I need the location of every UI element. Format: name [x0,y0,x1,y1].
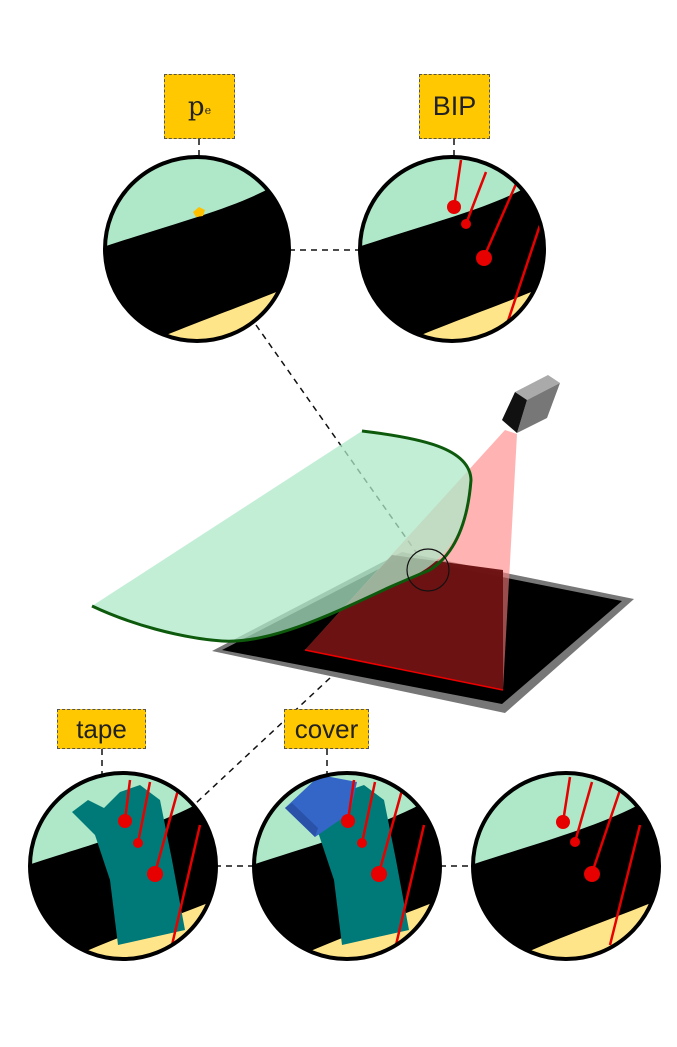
cover-label: cover [284,709,369,749]
magnifier-result [471,771,661,961]
bip-label: BIP [419,74,490,139]
magnifier-cover [252,771,442,961]
projector-icon [502,375,560,433]
projected-area [304,555,504,691]
magnifier-pe [103,155,291,343]
magnifier-tape [28,771,218,961]
tape-label: tape [57,709,146,749]
pe-label-main: p [187,91,205,122]
green-surface [91,429,473,643]
magnifier-bip [358,155,546,343]
pe-label-sub: e [204,104,212,117]
focus-circle [406,548,450,592]
